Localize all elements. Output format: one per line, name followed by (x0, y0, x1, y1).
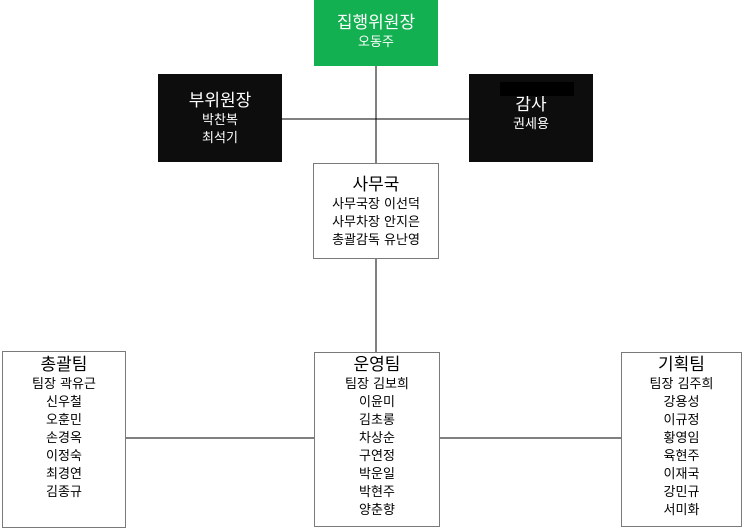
general-team-box: 총괄팀 팀장 곽유근 신우철 오훈민 손경옥 이정숙 최경연 김종규 (2, 351, 126, 528)
planning-team-box: 기획팀 팀장 김주희 강용성 이규정 황영임 육현주 이재국 강민규 서미화 (621, 352, 742, 527)
operations-team-member: 양춘향 (359, 503, 395, 518)
vice-chair-member: 최석기 (202, 131, 238, 146)
vice-chairs-title: 부위원장 (188, 91, 252, 111)
secretariat-member: 총괄감독 유난영 (332, 233, 420, 248)
planning-team-title: 기획팀 (658, 355, 705, 375)
planning-team-member: 팀장 김주희 (649, 377, 714, 392)
chairman-title: 집행위원장 (336, 13, 416, 33)
secretariat-member: 사무국장 이선덕 (332, 197, 420, 212)
vice-chair-member: 박찬복 (202, 113, 238, 128)
general-team-member: 손경옥 (46, 431, 82, 446)
redaction-bar (500, 82, 574, 96)
secretariat-title: 사무국 (352, 175, 400, 195)
operations-team-box: 운영팀 팀장 김보희 이윤미 김초롱 차상순 구연정 박운일 박현주 양춘향 (314, 352, 440, 527)
vice-chairs-box: 부위원장 박찬복 최석기 (158, 74, 282, 162)
planning-team-member: 육현주 (663, 449, 700, 464)
operations-team-member: 박현주 (359, 485, 395, 500)
general-team-member: 김종규 (46, 485, 82, 500)
operations-team-member: 차상순 (359, 431, 395, 446)
chairman-box: 집행위원장 오동주 (314, 0, 438, 66)
operations-team-title: 운영팀 (353, 355, 401, 375)
planning-team-member: 강용성 (663, 395, 700, 410)
operations-team-member: 김초롱 (359, 413, 395, 428)
operations-team-member: 박운일 (359, 467, 395, 482)
auditor-member: 권세용 (513, 117, 549, 132)
planning-team-member: 황영임 (663, 431, 700, 446)
operations-team-member: 구연정 (359, 449, 395, 464)
planning-team-member: 이규정 (663, 413, 700, 428)
chairman-member: 오동주 (358, 35, 394, 50)
operations-team-member: 팀장 김보희 (345, 377, 409, 392)
auditor-title: 감사 (515, 95, 547, 115)
planning-team-member: 강민규 (663, 485, 700, 500)
planning-team-member: 서미화 (663, 503, 700, 518)
operations-team-member: 이윤미 (359, 395, 395, 410)
general-team-member: 이정숙 (46, 449, 82, 464)
general-team-member: 최경연 (46, 467, 82, 482)
general-team-member: 신우철 (46, 395, 82, 410)
general-team-member: 오훈민 (46, 413, 82, 428)
secretariat-box: 사무국 사무국장 이선덕 사무차장 안지은 총괄감독 유난영 (313, 163, 439, 259)
secretariat-member: 사무차장 안지은 (332, 215, 420, 230)
general-team-member: 팀장 곽유근 (32, 377, 96, 392)
general-team-title: 총괄팀 (40, 355, 88, 375)
planning-team-member: 이재국 (663, 467, 700, 482)
